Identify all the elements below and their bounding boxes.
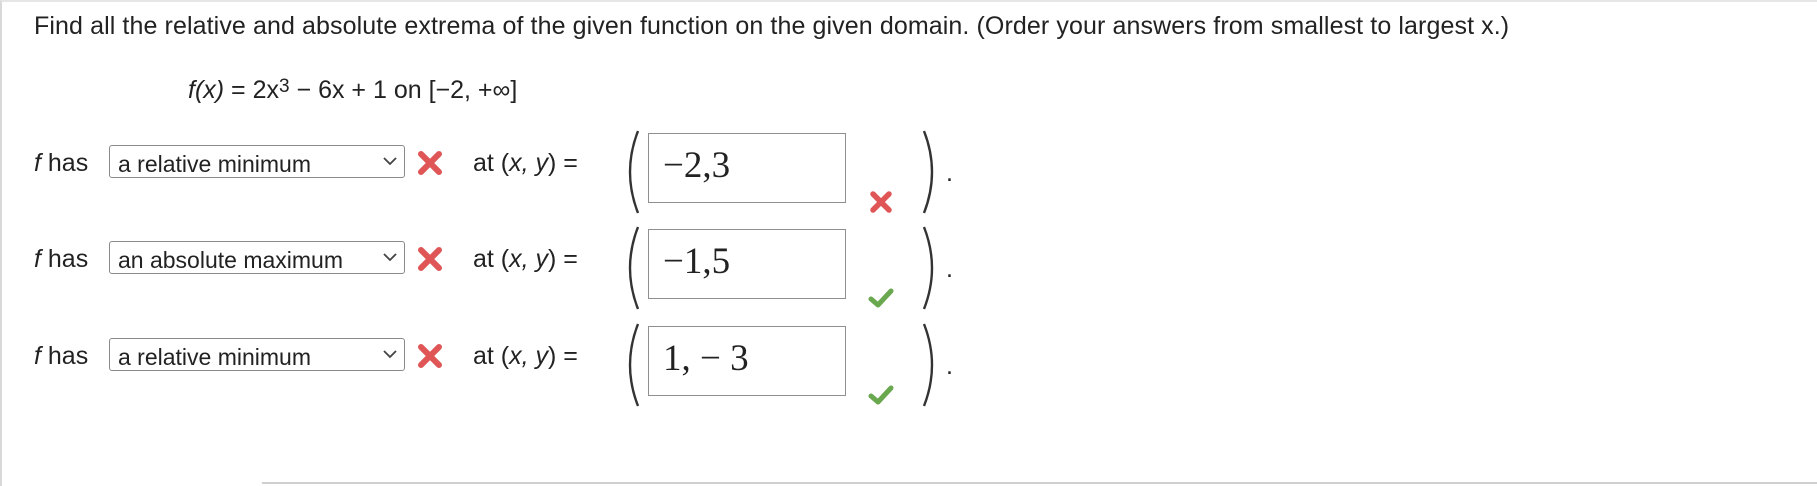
left-paren bbox=[628, 323, 640, 407]
at-xy-label: at (x, y) = bbox=[473, 245, 578, 273]
answer-row-1: f has a relative minimum at (x, y) = −2,… bbox=[0, 130, 1817, 223]
x-icon bbox=[870, 191, 892, 213]
select-value: an absolute maximum bbox=[118, 247, 343, 273]
answer-row-2: f has an absolute maximum at (x, y) = −1… bbox=[0, 226, 1817, 319]
check-icon bbox=[868, 288, 894, 308]
f-has-label: f has bbox=[34, 342, 89, 370]
period: . bbox=[946, 255, 953, 283]
at-xy-label: at (x, y) = bbox=[473, 149, 578, 177]
x-icon bbox=[418, 151, 442, 175]
formula-rest: − 6x + 1 on [−2, +∞] bbox=[289, 76, 518, 104]
left-paren bbox=[628, 130, 640, 214]
f-has-label: f has bbox=[34, 245, 89, 273]
select-value: a relative minimum bbox=[118, 151, 311, 177]
answer-value: 1, − 3 bbox=[663, 338, 749, 379]
chevron-down-icon bbox=[383, 253, 397, 262]
function-formula: f(x) = 2x3 − 6x + 1 on [−2, +∞] bbox=[188, 76, 517, 105]
answer-input-3[interactable]: 1, − 3 bbox=[648, 326, 846, 396]
answer-input-1[interactable]: −2,3 bbox=[648, 133, 846, 203]
extremum-type-select-1[interactable]: a relative minimum bbox=[109, 145, 405, 178]
at-xy-label: at (x, y) = bbox=[473, 342, 578, 370]
right-paren bbox=[922, 130, 934, 214]
answer-value: −2,3 bbox=[663, 145, 731, 186]
check-icon bbox=[868, 385, 894, 405]
chevron-down-icon bbox=[383, 350, 397, 359]
extremum-type-select-3[interactable]: a relative minimum bbox=[109, 338, 405, 371]
extremum-type-select-2[interactable]: an absolute maximum bbox=[109, 241, 405, 274]
formula-equals: = 2x bbox=[224, 76, 280, 104]
answer-row-3: f has a relative minimum at (x, y) = 1, … bbox=[0, 323, 1817, 416]
formula-exponent: 3 bbox=[279, 76, 290, 97]
select-value: a relative minimum bbox=[118, 344, 311, 370]
f-has-label: f has bbox=[34, 149, 89, 177]
answer-input-2[interactable]: −1,5 bbox=[648, 229, 846, 299]
right-paren bbox=[922, 323, 934, 407]
right-paren bbox=[922, 226, 934, 310]
x-icon bbox=[418, 247, 442, 271]
answer-value: −1,5 bbox=[663, 241, 731, 282]
chevron-down-icon bbox=[383, 157, 397, 166]
bottom-divider bbox=[262, 482, 1817, 484]
period: . bbox=[946, 352, 953, 380]
formula-lhs: f(x) bbox=[188, 76, 225, 104]
x-icon bbox=[418, 344, 442, 368]
left-paren bbox=[628, 226, 640, 310]
question-text: Find all the relative and absolute extre… bbox=[34, 12, 1510, 40]
period: . bbox=[946, 159, 953, 187]
